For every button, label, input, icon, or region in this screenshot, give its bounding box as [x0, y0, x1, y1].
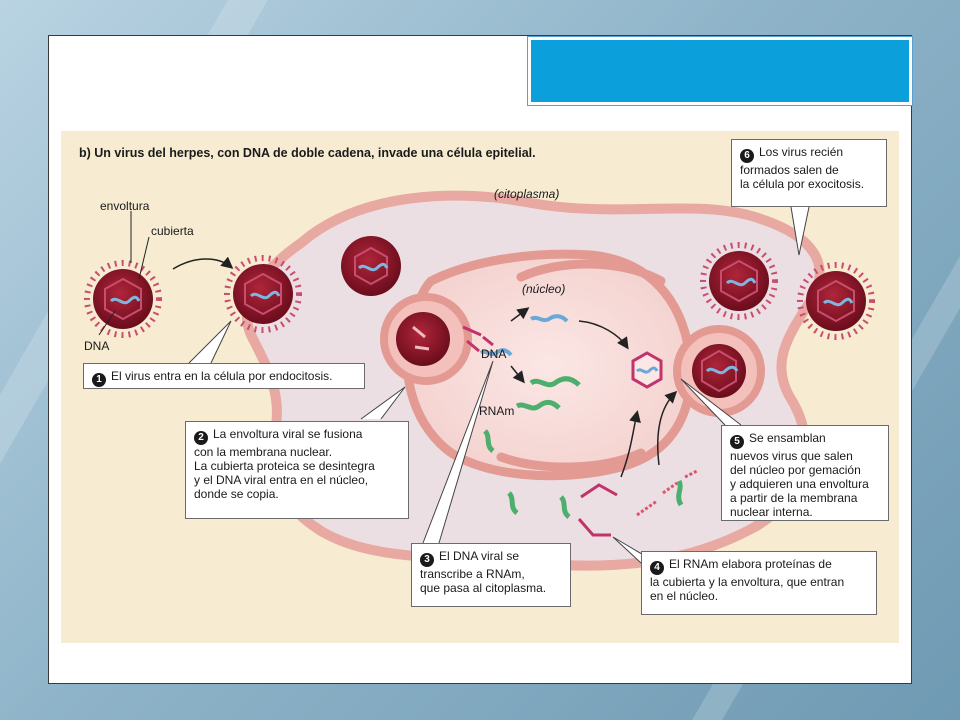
pointer-cubierta	[138, 236, 150, 280]
label-dna-center: DNA	[481, 347, 507, 361]
title-placeholder[interactable]	[527, 36, 913, 106]
step-2-number: 2	[194, 431, 208, 445]
step-4-text: El RNAm elabora proteínas de la cubierta…	[650, 557, 845, 603]
step-4-number: 4	[650, 561, 664, 575]
step-3-text: El DNA viral se transcribe a RNAm, que p…	[420, 549, 547, 595]
title-bar	[531, 40, 909, 102]
virus-exiting	[797, 262, 875, 340]
virus-endosome	[341, 236, 401, 296]
rna-cyto-3	[676, 479, 684, 507]
rna-cyto-2	[559, 495, 571, 519]
rna-strand-2	[515, 399, 561, 411]
virus-fusing	[396, 312, 450, 366]
label-envoltura: envoltura	[100, 199, 150, 213]
herpes-infection-diagram: b) Un virus del herpes, con DNA de doble…	[61, 131, 899, 643]
step-5-text: Se ensamblan nuevos virus que salen del …	[730, 431, 869, 519]
label-citoplasma: (citoplasma)	[494, 187, 560, 201]
step-6-number: 6	[740, 149, 754, 163]
pointer-step2	[360, 386, 406, 420]
arrow-dna-up	[510, 307, 530, 322]
arrow-protein-in	[620, 410, 641, 478]
virus-entering	[224, 255, 302, 333]
capsid-assembling	[631, 351, 663, 389]
step-1-text: El virus entra en la célula por endocito…	[111, 369, 333, 383]
rna-cyto-1	[507, 491, 519, 515]
pointer-step5	[680, 378, 742, 426]
dna-strand-1	[529, 314, 569, 323]
figure-heading: b) Un virus del herpes, con DNA de doble…	[79, 146, 536, 160]
step-1-number: 1	[92, 373, 106, 387]
pointer-step6	[790, 206, 810, 256]
virus-outside-left	[84, 260, 162, 338]
pointer-step1	[188, 320, 232, 364]
arrow-protein-in-2	[657, 390, 678, 466]
arrow-assembly	[578, 320, 629, 350]
label-dna-left: DNA	[84, 339, 110, 353]
virus-new-inside	[700, 242, 778, 320]
er-top	[516, 259, 666, 286]
step-2-text: La envoltura viral se fusiona con la mem…	[194, 427, 375, 501]
capsid-proteins	[577, 483, 618, 537]
envelope-proteins	[636, 469, 698, 517]
pointer-step3	[422, 360, 494, 544]
pointer-dna	[98, 310, 116, 336]
step-3-number: 3	[420, 553, 434, 567]
rna-strand-1	[529, 376, 581, 388]
callout-step-1: 1 El virus entra en la célula por endocit…	[83, 363, 365, 389]
step-6-text: Los virus recién formados salen de la cé…	[740, 145, 865, 191]
dna-strand-2	[479, 348, 513, 357]
rna-strand-3	[483, 429, 495, 453]
arrow-dna-down	[510, 365, 525, 384]
label-rnam: RNAm	[479, 404, 515, 418]
label-nucleo: (núcleo)	[522, 282, 566, 296]
arrow-entry	[172, 256, 234, 270]
label-cubierta: cubierta	[151, 224, 194, 238]
step-5-number: 5	[730, 435, 744, 449]
